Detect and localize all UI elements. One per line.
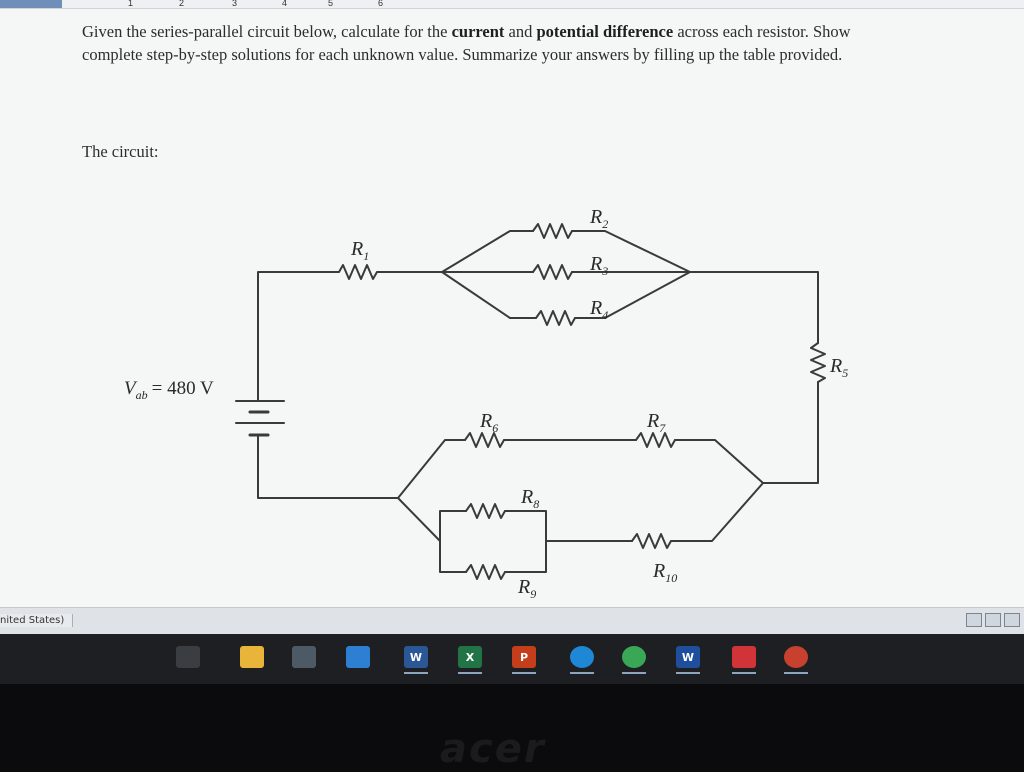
wire-r7-right — [674, 439, 764, 484]
wire-source-bottom — [257, 434, 399, 499]
resistor-r7-zigzag — [635, 432, 676, 448]
running-indicator — [458, 672, 482, 674]
wire-r10-right — [670, 482, 764, 542]
resistor-r6-zigzag — [464, 432, 505, 448]
edge-icon[interactable] — [570, 646, 594, 668]
word-icon[interactable]: W — [404, 646, 428, 668]
problem-text: across each resistor. Show complete step… — [82, 22, 851, 64]
wire-to-r5 — [689, 271, 819, 344]
resistor-r5-label: R5 — [829, 355, 848, 380]
word-online-icon[interactable]: W — [676, 646, 700, 668]
wire-r9-right — [504, 540, 547, 573]
read-mode-icon[interactable] — [966, 613, 982, 627]
ruler-mark: 4 — [282, 0, 288, 8]
running-indicator — [570, 672, 594, 674]
ruler-mark: 5 — [328, 0, 334, 8]
circuit-label: The circuit: — [82, 142, 159, 161]
battery-symbol — [235, 400, 285, 437]
problem-text: Given the series-parallel circuit below,… — [82, 22, 452, 41]
problem-bold-current: current — [451, 22, 505, 41]
resistor-r7-label: R7 — [646, 410, 666, 435]
running-indicator — [732, 672, 756, 674]
chrome-canary-icon[interactable] — [784, 646, 808, 668]
laptop-bezel — [0, 684, 1024, 768]
wire-r9-left — [439, 540, 467, 573]
problem-bold-potential-difference: potential difference — [536, 22, 674, 41]
wire-r4-right — [574, 271, 691, 319]
wire-r8-left — [439, 510, 467, 542]
circuit-diagram: Vab= 480 V R1 R2 R3 R4 R5 R6 R7 R8 R9 R1… — [124, 206, 848, 601]
running-indicator — [676, 672, 700, 674]
wire-r4-left — [441, 271, 537, 319]
store-icon[interactable] — [292, 646, 316, 668]
screen: 1 2 3 4 5 6 Given the series-parallel ci… — [0, 0, 1024, 684]
web-layout-icon[interactable] — [1004, 613, 1020, 627]
powerpoint-icon[interactable]: P — [512, 646, 536, 668]
task-view-icon[interactable] — [176, 646, 200, 668]
resistor-r3-zigzag — [532, 264, 573, 280]
mail-icon[interactable] — [346, 646, 370, 668]
wire-r5-down — [762, 381, 819, 484]
brand-logo: acer — [440, 726, 546, 772]
source-label: Vab= 480 V — [124, 378, 214, 402]
resistor-r4-label: R4 — [589, 297, 608, 322]
resistor-r5-zigzag — [810, 342, 826, 383]
resistor-r8-label: R8 — [520, 486, 539, 511]
resistor-r10-zigzag — [631, 533, 672, 549]
ruler-mark: 1 — [128, 0, 134, 8]
wire-r6-left — [397, 439, 466, 499]
excel-icon[interactable]: X — [458, 646, 482, 668]
ruler-mark: 2 — [179, 0, 185, 8]
wire-r2-right — [571, 230, 691, 273]
file-explorer-icon[interactable] — [240, 646, 264, 668]
horizontal-ruler[interactable]: 1 2 3 4 5 6 — [0, 0, 1024, 9]
problem-text: and — [504, 22, 537, 41]
language-indicator[interactable]: nited States) — [0, 614, 74, 627]
resistor-r6-label: R6 — [479, 410, 498, 435]
document-page[interactable]: Given the series-parallel circuit below,… — [0, 9, 1024, 607]
wire-r2-left — [441, 230, 534, 273]
resistor-r10-label: R10 — [652, 560, 677, 585]
resistor-r9-label: R9 — [517, 576, 536, 601]
running-indicator — [622, 672, 646, 674]
running-indicator — [512, 672, 536, 674]
resistor-r9-zigzag — [465, 564, 506, 580]
wire-source-top — [257, 271, 332, 402]
resistor-r4-zigzag — [535, 310, 576, 326]
wire-r8-right — [504, 510, 547, 542]
ccleaner-icon[interactable] — [732, 646, 756, 668]
chrome-icon[interactable] — [622, 646, 646, 668]
ruler-margin — [0, 0, 62, 8]
print-layout-icon[interactable] — [985, 613, 1001, 627]
view-mode-buttons — [966, 613, 1020, 627]
resistor-r2-zigzag — [532, 223, 573, 239]
resistor-r2-label: R2 — [589, 206, 608, 231]
resistor-r1-label: R1 — [350, 238, 369, 263]
wire-lower-branch — [397, 497, 441, 542]
ruler-mark: 6 — [378, 0, 384, 8]
problem-statement: Given the series-parallel circuit below,… — [82, 20, 902, 66]
resistor-r1-zigzag — [330, 264, 386, 280]
running-indicator — [784, 672, 808, 674]
resistor-r8-zigzag — [465, 503, 506, 519]
ruler-mark: 3 — [232, 0, 238, 8]
resistor-r3-label: R3 — [589, 253, 608, 278]
running-indicator — [404, 672, 428, 674]
status-bar: nited States) — [0, 607, 1024, 634]
